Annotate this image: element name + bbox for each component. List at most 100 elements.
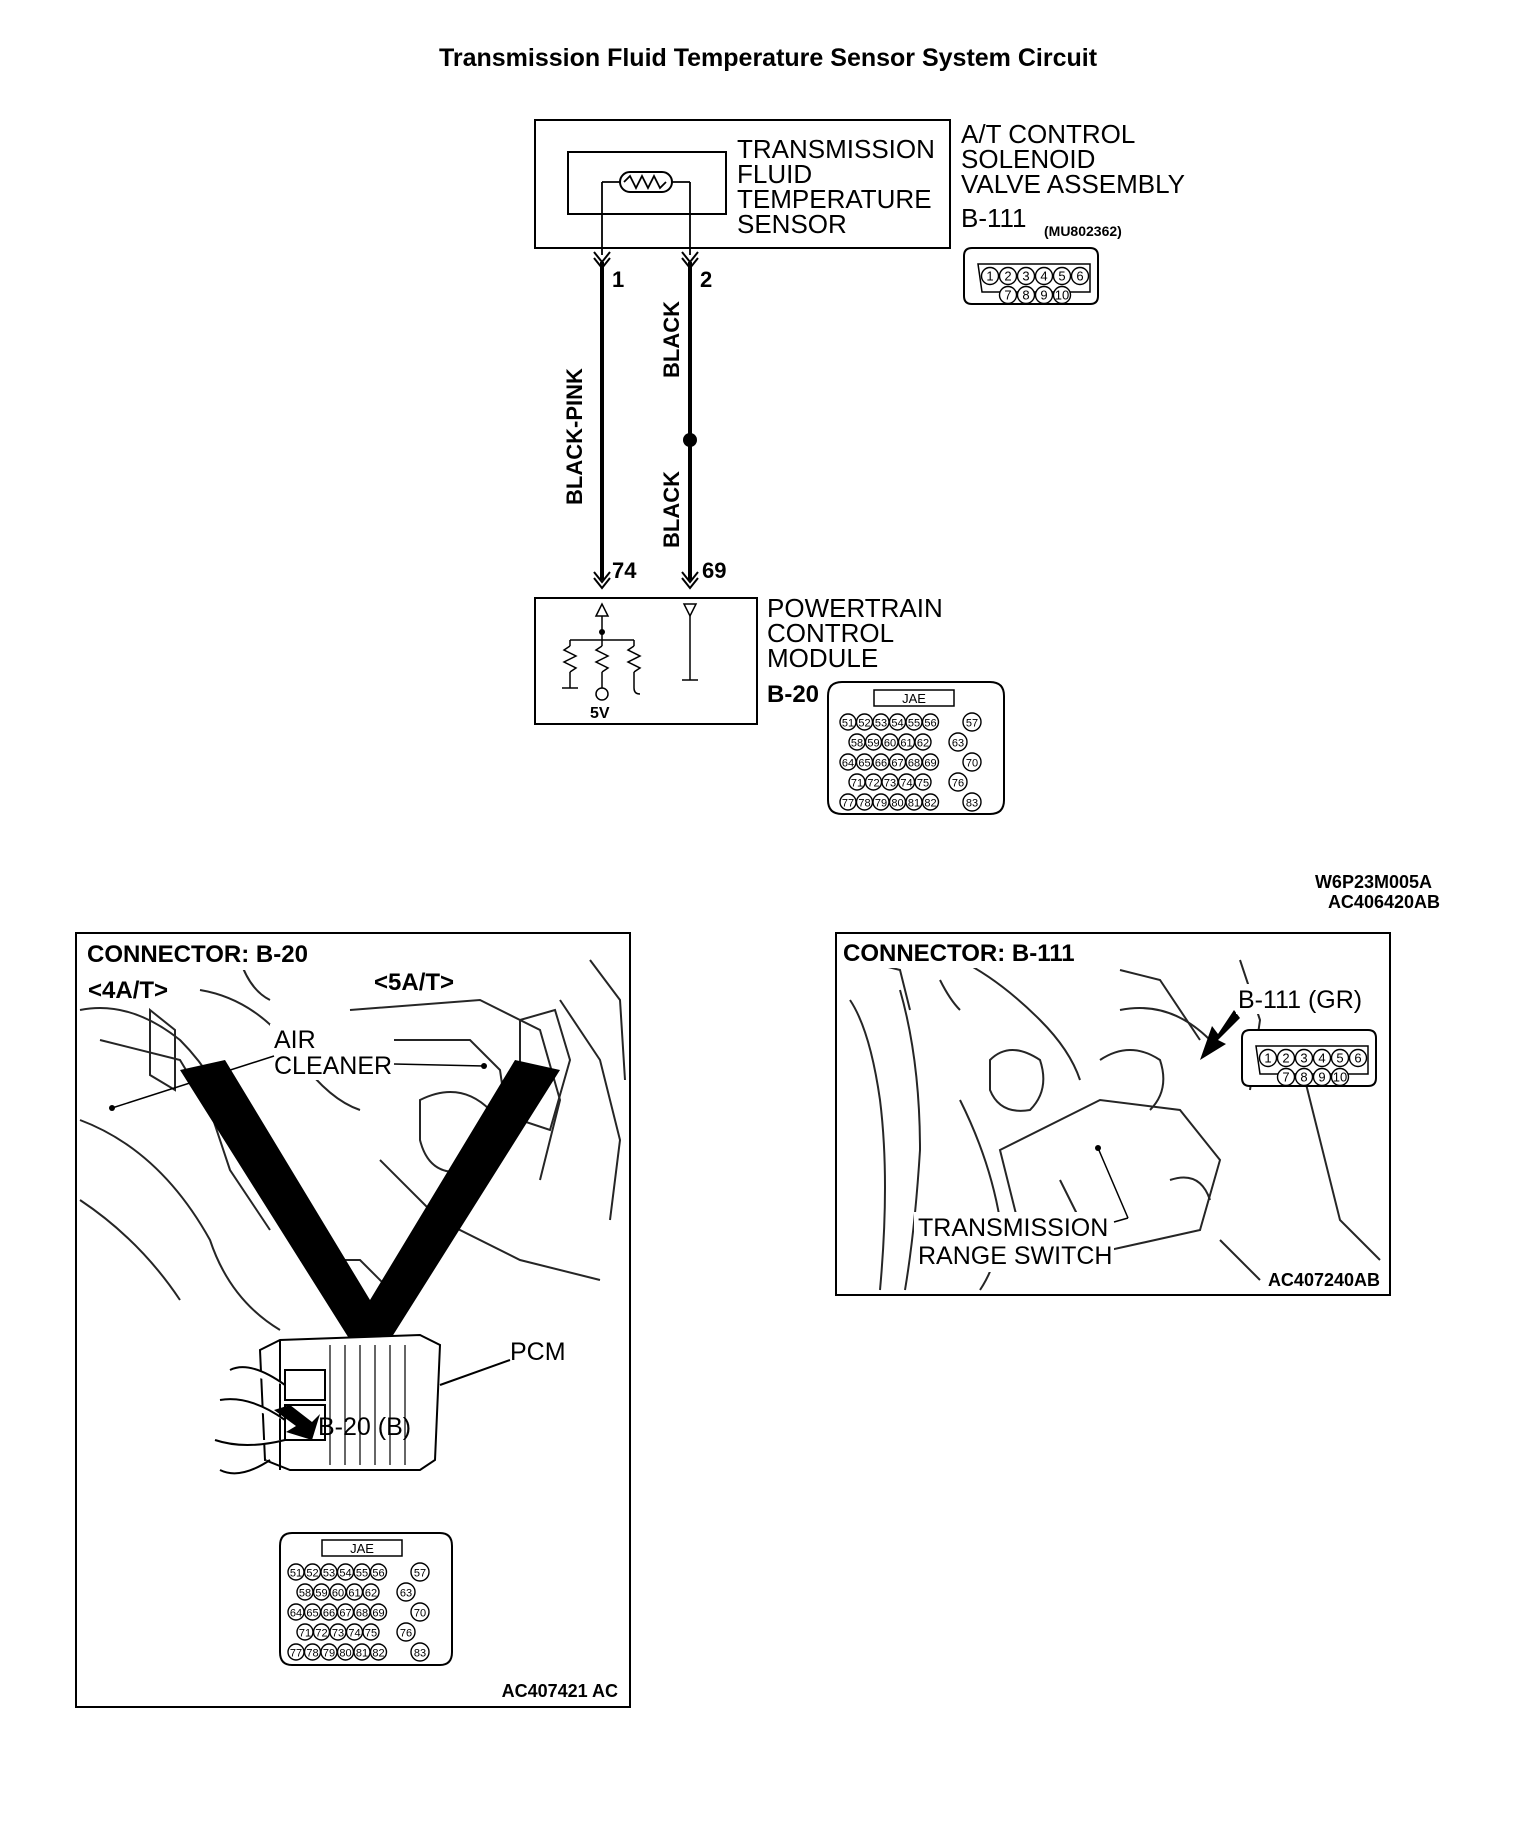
jae-circuit-pin-60: 60 — [884, 738, 896, 750]
jae-photo-pin-64: 64 — [290, 1608, 302, 1620]
b111-photo-pin-3: 3 — [1300, 1051, 1307, 1066]
range-switch-label-1: TRANSMISSION — [918, 1214, 1108, 1242]
assembly-connector-label: B-111 — [961, 203, 1027, 233]
jae-photo-pin-56: 56 — [372, 1568, 384, 1580]
b111-pin-5-circle — [1052, 266, 1072, 286]
jae-photo-pin-76-circle — [396, 1622, 416, 1642]
jae-circuit-pin-69-circle — [921, 753, 940, 771]
jae-photo-pin-81: 81 — [356, 1648, 368, 1660]
jae-photo-pin-75-circle — [362, 1623, 380, 1641]
photo-b20-title: CONNECTOR: B-20 — [87, 941, 308, 968]
b111-photo-pin-9: 9 — [1318, 1070, 1325, 1085]
jae-photo-pin-74: 74 — [348, 1628, 360, 1640]
b111-photo-pin-1: 1 — [1264, 1051, 1271, 1066]
assembly-label-1: A/T CONTROL — [961, 119, 1135, 149]
jae-circuit-pin-83: 83 — [966, 798, 978, 810]
jae-photo-pin-54: 54 — [339, 1568, 351, 1580]
jae-circuit-pin-71: 71 — [851, 778, 863, 790]
b111-connector-callout: B-111 (GR) — [1238, 986, 1362, 1014]
jae-circuit-pin-69: 69 — [924, 758, 936, 770]
jae-photo-pin-57: 57 — [414, 1568, 426, 1580]
b111-pin-8-circle — [1016, 285, 1036, 305]
jae-photo-pin-60: 60 — [332, 1588, 344, 1600]
b111-photo-pin-4-circle — [1312, 1048, 1332, 1068]
jae-photo-pin-59: 59 — [315, 1588, 327, 1600]
page-title: Transmission Fluid Temperature Sensor Sy… — [438, 44, 1098, 72]
jae-photo-pin-80: 80 — [339, 1648, 351, 1660]
jae-photo-pin-58: 58 — [299, 1588, 311, 1600]
pcm-label-2: CONTROL — [767, 618, 894, 648]
pcm-label-3: MODULE — [767, 643, 878, 673]
air-cleaner-label-2: CLEANER — [274, 1052, 392, 1080]
jae-circuit-pin-75-circle — [914, 773, 932, 791]
jae-photo-pin-76: 76 — [400, 1628, 412, 1640]
jae-circuit-pin-80: 80 — [891, 798, 903, 810]
jae-photo-pin-65: 65 — [306, 1608, 318, 1620]
jae-photo-pin-73: 73 — [332, 1628, 344, 1640]
b111-pin-10: 10 — [1055, 288, 1069, 303]
jae-photo-pin-52: 52 — [306, 1568, 318, 1580]
jae-photo-pin-63: 63 — [400, 1588, 412, 1600]
jae-circuit-pin-51: 51 — [842, 718, 854, 730]
b111-pin-1: 1 — [986, 269, 993, 284]
jae-circuit-pin-66: 66 — [875, 758, 887, 770]
jae-circuit-pin-77: 77 — [842, 798, 854, 810]
jae-circuit-pin-79: 79 — [875, 798, 887, 810]
b111-pin-5: 5 — [1058, 269, 1065, 284]
jae-label-photo: JAE — [350, 1541, 374, 1556]
pcm-callout: PCM — [510, 1338, 566, 1366]
b111-pin-6: 6 — [1076, 269, 1083, 284]
jae-circuit-pin-63-circle — [948, 732, 968, 752]
splice-point — [683, 433, 697, 447]
wire-2-color-upper: BLACK — [659, 301, 684, 378]
b111-photo-pin-6: 6 — [1354, 1051, 1361, 1066]
b111-photo-pin-10: 10 — [1333, 1070, 1347, 1085]
assembly-label-2: SOLENOID — [961, 144, 1095, 174]
jae-circuit-pin-74: 74 — [900, 778, 912, 790]
b111-pin-4-circle — [1034, 266, 1054, 286]
jae-photo-pin-82: 82 — [372, 1648, 384, 1660]
jae-photo-pin-72: 72 — [315, 1628, 327, 1640]
b111-photo-pin-2-circle — [1276, 1048, 1296, 1068]
jae-circuit-pin-78: 78 — [858, 798, 870, 810]
b111-photo-pin-4: 4 — [1318, 1051, 1325, 1066]
sensor-label-2: FLUID — [737, 159, 812, 189]
b111-photo-pin-5: 5 — [1336, 1051, 1343, 1066]
jae-circuit-pin-52: 52 — [858, 718, 870, 730]
pcm-box — [534, 597, 758, 725]
b111-photo-pin-7-circle — [1276, 1067, 1296, 1087]
jae-circuit-pin-81: 81 — [908, 798, 920, 810]
pin-bottom-2: 69 — [702, 558, 726, 583]
b111-photo-pin-3-circle — [1294, 1048, 1314, 1068]
b111-pin-3: 3 — [1022, 269, 1029, 284]
jae-photo-pin-61: 61 — [348, 1588, 360, 1600]
b111-photo-pin-9-circle — [1312, 1067, 1332, 1087]
jae-photo-pin-69-circle — [369, 1603, 388, 1621]
jae-photo-pin-57-circle — [410, 1562, 430, 1582]
photo-b20-panel: PCM B-20 (B) CONNECTOR: B-20 <4A/T> <5A/… — [75, 932, 631, 1708]
photo-b20-code: AC407421 AC — [502, 1681, 618, 1701]
jae-circuit-pin-53: 53 — [875, 718, 887, 730]
jae-circuit-pin-57: 57 — [966, 718, 978, 730]
jae-circuit-pin-62-circle — [914, 733, 932, 751]
jae-photo-pin-55: 55 — [356, 1568, 368, 1580]
jae-photo-pin-67: 67 — [339, 1608, 351, 1620]
jae-circuit-pin-65: 65 — [858, 758, 870, 770]
b111-pin-10-circle — [1052, 285, 1072, 305]
jae-photo-pin-71: 71 — [299, 1628, 311, 1640]
jae-circuit-pin-76-circle — [948, 772, 968, 792]
sensor-label-4: SENSOR — [737, 209, 847, 239]
jae-photo-pin-70-circle — [410, 1602, 430, 1622]
b111-pin-9-circle — [1034, 285, 1054, 305]
air-cleaner-label-1: AIR — [274, 1026, 316, 1054]
jae-circuit-pin-55: 55 — [908, 718, 920, 730]
jae-photo-pin-62: 62 — [365, 1588, 377, 1600]
jae-photo-pin-78: 78 — [306, 1648, 318, 1660]
b111-pin-4: 4 — [1040, 269, 1047, 284]
jae-circuit-pin-82: 82 — [924, 798, 936, 810]
